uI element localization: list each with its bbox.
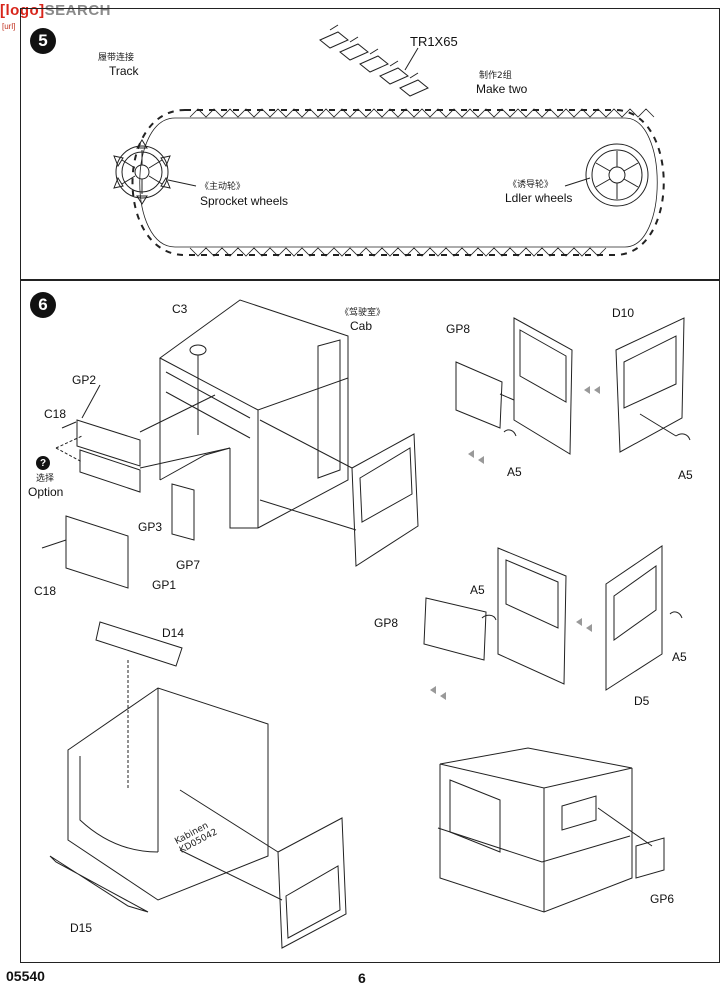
label-a5-upper-right: A5 [678,468,693,482]
cab-lower-left [49,621,269,913]
idler-label-cn: 《诱导轮》 [508,180,554,190]
part-tr1x65-label: TR1X65 [410,34,458,49]
label-d10: D10 [612,306,635,320]
label-c18-upper: C18 [44,407,67,421]
label-gp8-upper: GP8 [446,322,471,336]
watermark-url: [url] [2,22,16,31]
label-gp1: GP1 [152,578,177,592]
option-label-cn: 选择 [36,474,55,484]
track-label-cn: 履带连接 [98,53,135,63]
label-gp6: GP6 [650,892,675,906]
label-gp7: GP7 [176,558,201,572]
step5-panel [20,8,720,280]
door-d5 [605,545,683,691]
label-c3: C3 [172,302,188,316]
label-a5-middle-right: A5 [672,650,687,664]
cab-lower-door [179,789,347,949]
kit-code: 05540 [6,968,45,984]
step-6-number: 6 [30,292,56,318]
label-c18-lower: C18 [34,584,57,598]
option-label: Option [28,485,64,499]
sprocket-label: Sprocket wheels [200,194,289,208]
label-gp8-middle: GP8 [374,616,399,630]
cab-label-cn: 《驾驶室》 [340,308,386,318]
door-d10 [615,317,691,453]
door-gp8-middle [423,547,567,685]
cab-label: Cab [350,319,373,333]
step6-panel [20,280,720,963]
option-icon: ? [36,456,50,470]
sprocket-wheel [113,139,197,205]
label-d14: D14 [162,626,185,640]
cab-main [159,299,349,529]
cab-side-panels [41,384,231,589]
watermark-logo: [logo]SEARCH [0,2,111,19]
door-gp8-upper [455,317,573,455]
watermark-red: [logo] [0,2,45,19]
idler-wheel [564,143,649,207]
label-d5: D5 [634,694,650,708]
page-number: 6 [358,970,366,986]
make-two-label: Make two [476,82,528,96]
cab-door-right [259,419,419,567]
sprocket-label-cn: 《主动轮》 [200,182,246,192]
track-label: Track [109,64,139,78]
make-two-label-cn: 制作2组 [479,71,512,81]
label-a5-upper-left: A5 [507,465,522,479]
watermark-gray: SEARCH [44,2,111,19]
step-5-number: 5 [30,28,56,54]
label-gp3: GP3 [138,520,163,534]
label-d15: D15 [70,921,93,935]
track-links-exploded [319,24,429,97]
cab-assembled [437,747,665,913]
label-a5-middle-left: A5 [470,583,485,597]
label-gp2: GP2 [72,373,97,387]
idler-label: Ldler wheels [505,191,573,205]
assembly-arrows [430,386,600,700]
